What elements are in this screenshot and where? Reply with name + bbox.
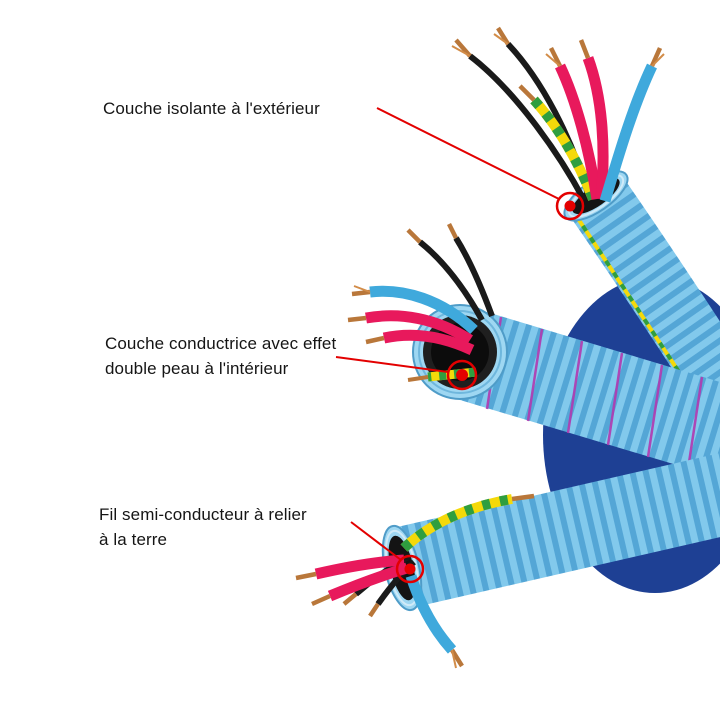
label-line: Fil semi-conducteur à relier <box>99 505 307 524</box>
copper-tip <box>454 38 472 58</box>
bottom-wire-blue <box>405 574 457 654</box>
label-line: double peau à l'intérieur <box>105 359 289 378</box>
bottom-conduit-body <box>392 452 720 608</box>
middle-wire-yellow-green <box>427 367 477 382</box>
copper-tip <box>548 46 563 68</box>
copper-strand <box>451 45 471 57</box>
copper-strand <box>451 649 457 669</box>
copper-tip <box>578 39 591 59</box>
top-wire-pink-1 <box>555 63 603 200</box>
annotation-circle-conductive <box>446 359 478 391</box>
label-ground-wire: Fil semi-conducteur à relier à la terre <box>99 502 307 552</box>
annotation-circle-exterior <box>555 191 585 221</box>
middle-conduit <box>347 222 720 479</box>
copper-tip <box>496 26 510 46</box>
copper-tip <box>347 315 367 323</box>
copper-tip <box>311 593 331 607</box>
middle-wire-pink-1 <box>365 310 473 345</box>
copper-tip <box>365 335 385 345</box>
copper-tip <box>342 592 358 606</box>
label-line: à la terre <box>99 530 168 549</box>
annotation-dot-ground <box>404 563 416 575</box>
copper-strand <box>493 33 509 45</box>
label-insulating-layer: Couche isolante à l'extérieur <box>103 96 320 121</box>
middle-wire-black-2 <box>453 236 495 318</box>
copper-tip <box>368 602 380 618</box>
label-line: Couche isolante à l'extérieur <box>103 99 320 118</box>
copper-tip <box>446 222 459 240</box>
copper-tip <box>649 47 663 67</box>
copper-tip <box>351 289 371 297</box>
top-wire-bundle <box>451 26 665 203</box>
annotation-dot-conductive <box>456 369 468 381</box>
copper-tip <box>450 648 464 668</box>
copper-strand <box>545 53 561 67</box>
leader-line-exterior <box>376 107 560 200</box>
copper-strand <box>353 285 371 293</box>
middle-wire-blue <box>369 285 478 335</box>
copper-tip <box>511 493 535 502</box>
bottom-wire-pink-1 <box>314 554 405 580</box>
top-wire-blue <box>599 63 657 203</box>
annotation-circle-ground <box>395 554 425 584</box>
annotation-dot-exterior <box>564 200 576 212</box>
top-conduit-body <box>568 177 720 444</box>
label-conductive-layer: Couche conductrice avec effet double pea… <box>105 331 336 381</box>
middle-wire-black-1 <box>418 239 485 322</box>
copper-tip <box>407 375 429 382</box>
bottom-wire-green-stripe <box>400 494 513 552</box>
bottom-conduit <box>295 452 720 669</box>
copper-tip <box>406 228 422 244</box>
annotation-markers <box>335 107 585 584</box>
label-line: Couche conductrice avec effet <box>105 334 337 353</box>
top-wire-black-1 <box>468 53 587 202</box>
bottom-wire-pink-2 <box>327 562 409 602</box>
leader-line-conductive <box>335 356 449 373</box>
middle-wire-bundle <box>347 222 495 382</box>
copper-strand <box>651 53 665 67</box>
top-wire-yellow-green <box>530 96 598 201</box>
top-wire-pink-2 <box>582 56 609 200</box>
leader-line-ground <box>350 521 402 561</box>
copper-tip <box>295 571 317 581</box>
middle-wire-pink-2 <box>382 329 475 356</box>
bottom-wire-bundle <box>295 493 535 669</box>
middle-conduit-body <box>446 307 720 479</box>
copper-tip <box>518 84 536 102</box>
